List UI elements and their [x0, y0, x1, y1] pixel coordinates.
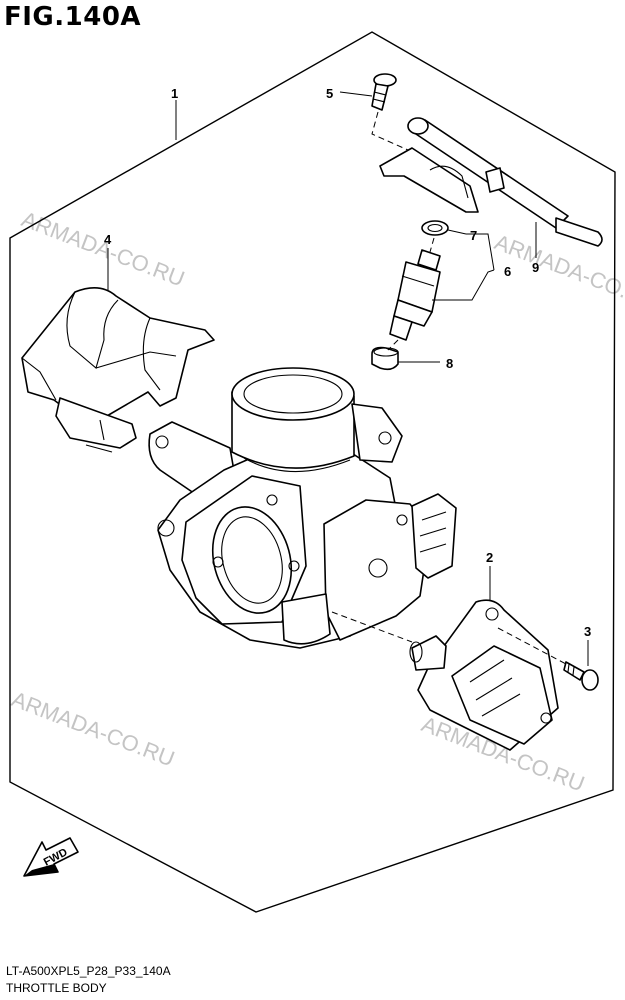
callout-1: 1 — [171, 86, 178, 101]
screw3-guide-line — [497, 627, 567, 665]
assembly-outline — [9, 31, 616, 913]
screw-guide-line — [371, 111, 409, 151]
valve-guide-line — [331, 611, 413, 643]
callout-7: 7 — [470, 228, 477, 243]
watermark: ARMADA-CO.RU — [8, 686, 178, 771]
delivery-pipe-part-9 — [379, 117, 603, 247]
fuel-injector-part-6 — [389, 249, 441, 341]
callout-3: 3 — [584, 624, 591, 639]
screw-part-3 — [563, 661, 599, 691]
fwd-arrow: FWD — [23, 837, 79, 877]
leader-lines — [107, 91, 589, 666]
screw-part-5 — [371, 73, 397, 111]
bracket-part — [21, 287, 215, 453]
section-name: THROTTLE BODY — [6, 981, 107, 995]
figure-title: FIG.140A — [4, 2, 142, 32]
callout-9: 9 — [532, 260, 539, 275]
model-code: LT-A500XPL5_P28_P33_140A — [6, 964, 171, 978]
callout-2: 2 — [486, 550, 493, 565]
injector-guide-line — [429, 237, 435, 253]
callout-8: 8 — [446, 356, 453, 371]
throttle-body-part-1 — [148, 367, 457, 649]
callout-4: 4 — [104, 232, 112, 247]
callout-5: 5 — [326, 86, 333, 101]
callout-6: 6 — [504, 264, 511, 279]
o-ring-part-7 — [421, 220, 449, 236]
cushion-seal-part-8 — [371, 346, 399, 371]
watermark: ARMADA-CO.RU — [491, 229, 625, 314]
seal-guide-line — [387, 339, 399, 351]
isc-valve-part-2 — [409, 599, 559, 751]
